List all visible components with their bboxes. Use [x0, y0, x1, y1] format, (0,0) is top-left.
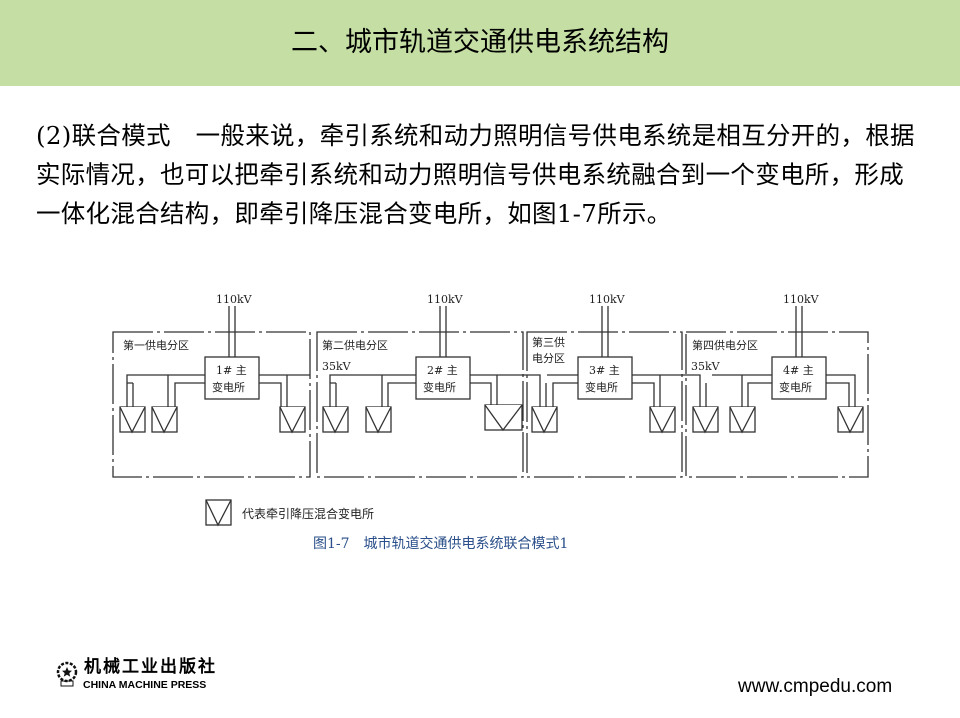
voltage-label: 110kV [427, 293, 464, 306]
zone-label: 第四供电分区 [692, 338, 758, 352]
station-label: 变电所 [212, 380, 245, 394]
hybrid-substations [119, 404, 864, 434]
station-label: 3# 主 [589, 364, 620, 377]
figure-caption: 图1-7 城市轨道交通供电系统联合模式1 [313, 536, 569, 552]
publisher-name-cn: 机械工业出版社 [84, 657, 217, 677]
station-label: 4# 主 [783, 364, 814, 377]
power-supply-diagram: 110kV 110kV 110kV 110kV 35kV 35kV 第一供电分区… [112, 293, 869, 527]
zone-label: 电分区 [532, 352, 565, 365]
station-label: 2# 主 [427, 364, 458, 377]
voltage-label: 110kV [783, 293, 820, 306]
legend-label: 代表牵引降压混合变电所 [242, 506, 374, 521]
voltage-label: 35kV [691, 360, 721, 373]
publisher-url[interactable]: www.cmpedu.com [738, 676, 893, 697]
publisher-logo-icon [56, 661, 78, 687]
zone-borders [112, 331, 869, 478]
body-paragraph: (2)联合模式 一般来说，牵引系统和动力照明信号供电系统是相互分开的，根据实际情… [36, 121, 915, 228]
slide-title: 二、城市轨道交通供电系统结构 [291, 27, 669, 58]
voltage-label: 35kV [322, 360, 352, 373]
publisher-name-en: CHINA MACHINE PRESS [83, 679, 207, 691]
zone-label: 第一供电分区 [123, 338, 189, 352]
station-label: 变电所 [585, 380, 618, 394]
slide-header: 二、城市轨道交通供电系统结构 [0, 0, 960, 86]
station-label: 变电所 [779, 380, 812, 394]
station-label: 变电所 [423, 380, 456, 394]
voltage-label: 110kV [216, 293, 253, 306]
voltage-label: 110kV [589, 293, 626, 306]
station-label: 1# 主 [216, 364, 247, 377]
zone-label: 第三供 [532, 335, 565, 349]
zone-label: 第二供电分区 [322, 338, 388, 352]
